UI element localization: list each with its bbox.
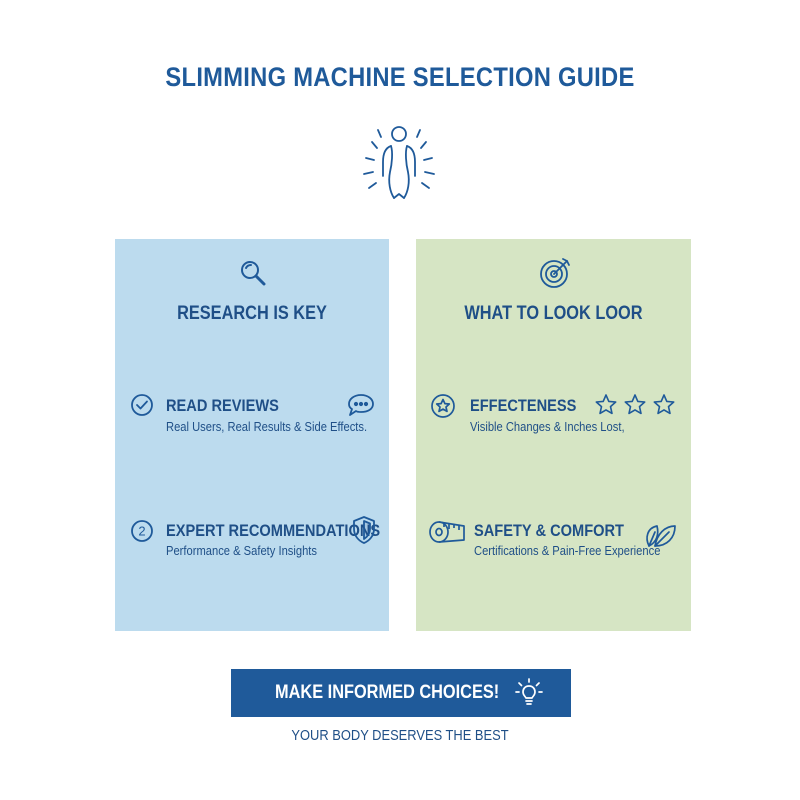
speech-bubble-icon	[348, 394, 374, 416]
expert-recommendations-subtitle: Performance & Safety Insights	[166, 543, 318, 558]
what-to-look-for-card	[416, 239, 691, 631]
cta-label: MAKE INFORMED CHOICES!	[275, 682, 500, 703]
leaves-icon	[646, 525, 676, 547]
read-reviews-subtitle: Real Users, Real Results & Side Effects.	[166, 419, 368, 434]
research-heading: RESEARCH IS KEY	[177, 303, 327, 324]
target-icon	[540, 258, 570, 288]
radiant-body-icon	[363, 126, 435, 199]
shield-icon	[353, 516, 375, 544]
three-stars-icon	[595, 394, 675, 415]
check-circle-icon	[131, 394, 153, 416]
number-badge: 2	[131, 520, 153, 542]
page-title: SLIMMING MACHINE SELECTION GUIDE	[165, 62, 635, 92]
expert-recommendations-title: EXPERT RECOMMENDATIONS	[166, 521, 381, 540]
safety-comfort-title: SAFETY & COMFORT	[474, 521, 625, 540]
read-reviews-title: READ REVIEWS	[166, 396, 279, 415]
magnifier-icon	[241, 261, 266, 286]
star-circle-icon	[431, 394, 455, 418]
effectiveness-title: EFFECTENESS	[470, 396, 577, 415]
badge-number: 2	[138, 524, 145, 539]
safety-comfort-subtitle: Certifications & Pain-Free Experience	[474, 543, 661, 558]
look-for-heading: WHAT TO LOOK LOOR	[464, 303, 643, 324]
measuring-tape-icon	[429, 521, 465, 543]
tagline: YOUR BODY DESERVES THE BEST	[291, 727, 509, 744]
research-card	[115, 239, 389, 631]
make-informed-choices-button[interactable]: MAKE INFORMED CHOICES!	[231, 669, 571, 717]
effectiveness-subtitle: Visible Changes & Inches Lost,	[470, 419, 625, 434]
lightbulb-icon	[515, 678, 543, 705]
